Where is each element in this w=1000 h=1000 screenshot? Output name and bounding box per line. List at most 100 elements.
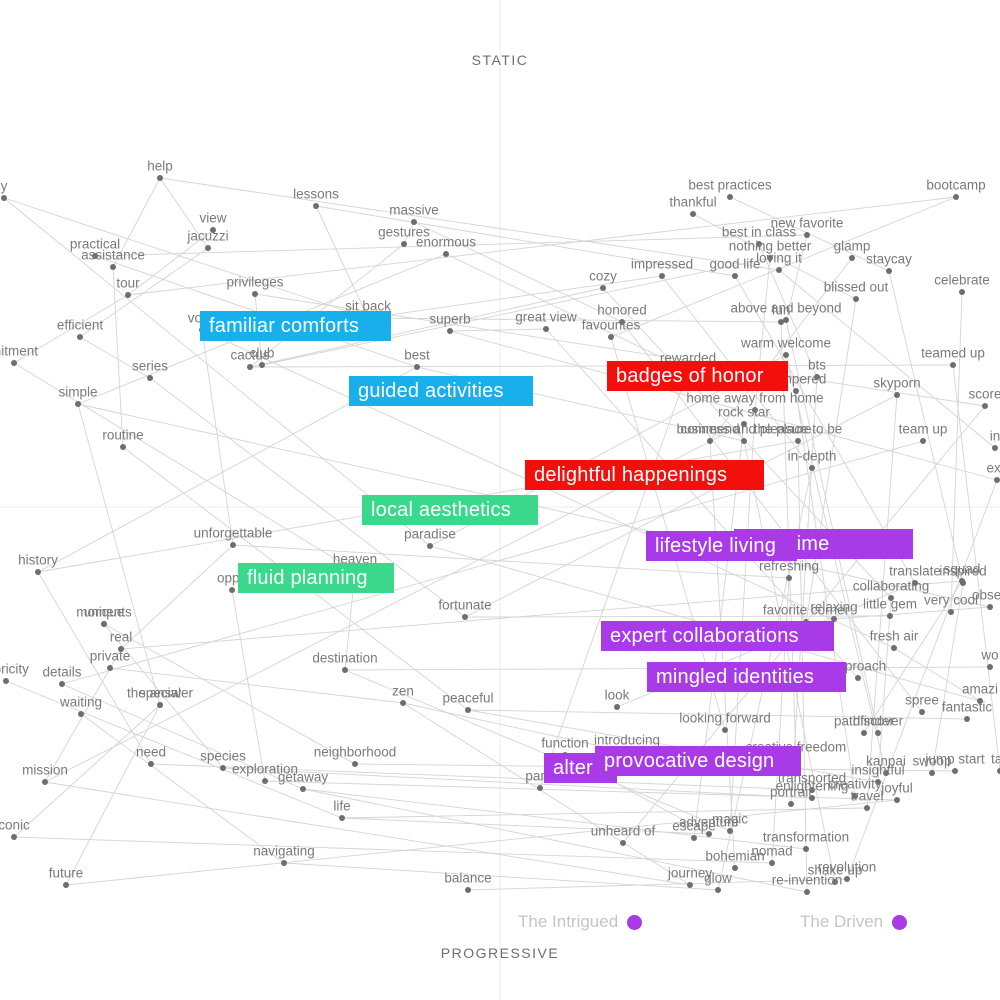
keyword-label[interactable]: special: [138, 685, 182, 701]
keyword-label[interactable]: best in class: [721, 224, 797, 240]
keyword-label[interactable]: nothing better: [728, 238, 812, 254]
keyword-label[interactable]: species: [200, 748, 246, 764]
keyword-label[interactable]: help: [147, 158, 173, 174]
keyword-label[interactable]: blissed out: [823, 279, 889, 295]
keyword-label[interactable]: thankful: [669, 194, 717, 210]
keyword-label[interactable]: mitment: [0, 343, 39, 359]
keyword-label[interactable]: staycay: [866, 251, 912, 267]
theme-tag[interactable]: expert collaborations: [601, 621, 834, 651]
keyword-label[interactable]: kanpai: [866, 753, 906, 769]
keyword-label[interactable]: relaxing: [810, 599, 858, 615]
keyword-label[interactable]: score: [968, 386, 1000, 402]
keyword-label[interactable]: conic: [0, 817, 30, 833]
keyword-label[interactable]: balance: [444, 870, 492, 886]
keyword-label[interactable]: unique: [83, 604, 125, 620]
theme-tag[interactable]: lifestyle living: [646, 531, 797, 561]
theme-tag[interactable]: fluid planning: [238, 563, 394, 593]
keyword-label[interactable]: getaway: [277, 769, 329, 785]
theme-tag[interactable]: familiar comforts: [200, 311, 391, 341]
keyword-label[interactable]: superb: [429, 311, 471, 327]
keyword-label[interactable]: glamp: [833, 238, 871, 254]
keyword-label[interactable]: the answer: [126, 685, 194, 701]
keyword-label[interactable]: discover: [852, 713, 904, 729]
keyword-label[interactable]: private: [89, 648, 131, 664]
keyword-label[interactable]: tac: [990, 751, 1000, 767]
keyword-label[interactable]: storicity: [0, 661, 29, 677]
keyword-label[interactable]: assistance: [81, 247, 145, 263]
keyword-label[interactable]: revolution: [817, 859, 877, 875]
keyword-label[interactable]: series: [131, 358, 169, 374]
keyword-label[interactable]: fun: [771, 302, 791, 318]
keyword-label[interactable]: spree: [905, 692, 939, 708]
keyword-label[interactable]: new favorite: [770, 215, 844, 231]
keyword-label[interactable]: navigating: [253, 843, 315, 859]
keyword-label[interactable]: joyful: [881, 780, 913, 796]
keyword-label[interactable]: destination: [312, 650, 378, 666]
keyword-label[interactable]: fresh air: [869, 628, 919, 644]
keyword-label[interactable]: cozy: [589, 268, 617, 284]
keyword-label[interactable]: simple: [58, 384, 98, 400]
keyword-label[interactable]: routine: [102, 427, 144, 443]
keyword-label[interactable]: travel: [850, 788, 884, 804]
keyword-label[interactable]: history: [18, 552, 58, 568]
keyword-label[interactable]: efficient: [56, 317, 104, 333]
keyword-label[interactable]: paradise: [404, 526, 456, 542]
keyword-label[interactable]: transformation: [762, 829, 850, 845]
keyword-label[interactable]: swoop: [912, 753, 952, 769]
keyword-label[interactable]: shake up: [807, 862, 863, 878]
keyword-label[interactable]: y: [0, 178, 8, 194]
keyword-label[interactable]: enormous: [415, 234, 477, 250]
keyword-label[interactable]: adventure: [678, 814, 740, 830]
keyword-label[interactable]: escape: [672, 818, 716, 834]
keyword-label[interactable]: translate: [889, 563, 941, 579]
keyword-label[interactable]: rock star: [718, 404, 770, 420]
keyword-label[interactable]: teamed up: [921, 345, 985, 361]
theme-tag[interactable]: guided activities: [349, 376, 533, 406]
keyword-label[interactable]: best: [404, 347, 430, 363]
keyword-label[interactable]: skyporn: [873, 375, 921, 391]
keyword-label[interactable]: club: [249, 345, 275, 361]
keyword-label[interactable]: neighborhood: [313, 744, 397, 760]
keyword-label[interactable]: cactus: [230, 347, 270, 363]
keyword-label[interactable]: unheard of: [590, 823, 656, 839]
theme-tag[interactable]: mingled identities: [647, 662, 846, 692]
keyword-label[interactable]: introducing: [593, 732, 661, 748]
keyword-label[interactable]: in-depth: [787, 448, 837, 464]
keyword-label[interactable]: magic: [711, 811, 749, 827]
keyword-label[interactable]: above and beyond: [730, 300, 842, 316]
keyword-label[interactable]: future: [48, 865, 84, 881]
keyword-label[interactable]: fortunate: [438, 597, 492, 613]
keyword-label[interactable]: need: [135, 744, 167, 760]
keyword-label[interactable]: bootcamp: [926, 177, 986, 193]
keyword-label[interactable]: practical: [69, 236, 121, 252]
keyword-label[interactable]: impressed: [630, 256, 694, 272]
keyword-label[interactable]: lessons: [293, 186, 339, 202]
keyword-label[interactable]: in: [989, 428, 1000, 444]
keyword-label[interactable]: exploration: [231, 761, 299, 777]
keyword-label[interactable]: fantastic: [941, 699, 993, 715]
theme-tag[interactable]: local aesthetics: [362, 495, 538, 525]
keyword-label[interactable]: the place to be: [753, 421, 843, 437]
keyword-label[interactable]: massive: [389, 202, 439, 218]
keyword-label[interactable]: tour: [116, 275, 140, 291]
keyword-label[interactable]: nomad: [751, 843, 793, 859]
keyword-label[interactable]: gestures: [378, 224, 430, 240]
keyword-label[interactable]: squad: [943, 561, 981, 577]
keyword-label[interactable]: privileges: [226, 274, 284, 290]
theme-tag[interactable]: badges of honor: [607, 361, 788, 391]
keyword-label[interactable]: zen: [392, 683, 414, 699]
keyword-label[interactable]: jacuzzi: [187, 228, 229, 244]
keyword-label[interactable]: glow: [704, 870, 732, 886]
keyword-label[interactable]: enlightening: [775, 778, 849, 794]
keyword-label[interactable]: view: [199, 210, 227, 226]
keyword-label[interactable]: pathfinder: [833, 713, 895, 729]
keyword-label[interactable]: home away from home: [686, 390, 824, 406]
keyword-label[interactable]: inspired: [939, 563, 987, 579]
keyword-label[interactable]: warm welcome: [740, 335, 832, 351]
keyword-label[interactable]: details: [42, 664, 82, 680]
keyword-label[interactable]: creativity: [828, 776, 882, 792]
keyword-label[interactable]: good life: [709, 256, 761, 272]
keyword-label[interactable]: obses: [971, 587, 1000, 603]
keyword-label[interactable]: collaborating: [852, 578, 930, 594]
keyword-label[interactable]: commend: [680, 421, 740, 437]
